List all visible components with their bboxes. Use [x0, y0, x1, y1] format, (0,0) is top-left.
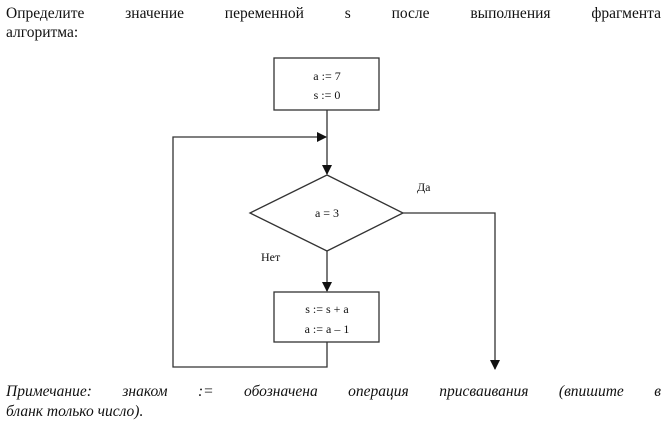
body-block — [273, 291, 380, 343]
condition-label: a = 3 — [315, 206, 339, 220]
question-text: Определите значение переменной s после в… — [6, 4, 661, 42]
body-line-1: s := s + a — [305, 302, 349, 316]
note-line-2: бланк только число). — [6, 403, 144, 420]
body-line-2: a := a – 1 — [305, 322, 350, 336]
question-line-2: алгоритма: — [6, 24, 79, 41]
question-line-1: Определите значение переменной s после в… — [6, 5, 661, 22]
init-line-2: s := 0 — [314, 88, 341, 102]
yes-branch-arrow — [403, 212, 500, 370]
note-line-1: Примечание: знаком := обозначена операци… — [6, 383, 661, 400]
yes-label: Да — [417, 180, 431, 194]
init-line-1: a := 7 — [313, 69, 340, 83]
note-text: Примечание: знаком := обозначена операци… — [6, 382, 661, 422]
no-label: Нет — [261, 250, 281, 264]
loop-back-arrow — [172, 132, 328, 368]
init-block — [273, 57, 380, 111]
